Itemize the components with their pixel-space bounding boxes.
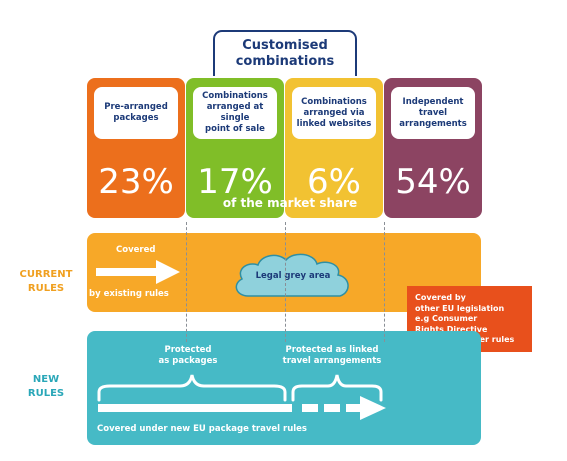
covered-label: Covered — [116, 245, 156, 255]
existing-rules-label: by existing rules — [89, 289, 169, 299]
cloud-icon — [235, 253, 349, 297]
label-line: Independent — [402, 96, 464, 107]
label-line: travel arrangements — [282, 356, 382, 366]
label-line: Combinations — [301, 96, 367, 107]
header-line-1: Customised — [242, 38, 328, 53]
title-line: RULES — [27, 388, 65, 399]
title-line: RULES — [27, 283, 65, 294]
divider-line — [285, 222, 286, 342]
label-line: Combinations — [202, 91, 268, 101]
title-line: CURRENT — [19, 269, 73, 280]
column-single-point-of-sale: Combinations arranged at single point of… — [186, 78, 284, 218]
protected-linked-label: Protected as linked travel arrangements — [274, 345, 390, 367]
header-line-2: combinations — [235, 54, 335, 69]
column-label: Combinations arranged at single point of… — [193, 87, 277, 139]
label-line: travel — [418, 107, 448, 118]
column-independent-travel: Independent travel arrangements 54% — [384, 78, 482, 218]
eu-line: Covered by — [415, 293, 466, 302]
column-label: Pre-arranged packages — [94, 87, 178, 139]
protected-packages-label: Protected as packages — [150, 345, 226, 367]
packages-brace-icon — [97, 374, 287, 402]
percent-value: 54% — [395, 162, 471, 202]
label-line: as packages — [158, 356, 218, 366]
divider-line — [384, 222, 385, 342]
column-label: Combinations arranged via linked website… — [292, 87, 376, 139]
new-rules-title: NEW RULES — [10, 373, 82, 401]
linked-brace-icon — [291, 374, 383, 402]
percent-value: 6% — [307, 162, 361, 202]
column-label: Independent travel arrangements — [391, 87, 475, 139]
customised-combinations-header: Customised combinations — [213, 30, 357, 76]
label-line: Protected — [164, 345, 212, 355]
column-pre-arranged-packages: Pre-arranged packages 23% — [87, 78, 185, 218]
label-line: arrangements — [399, 118, 467, 129]
eu-line: other EU legislation — [415, 303, 505, 313]
label-line: arranged at single — [206, 102, 264, 123]
label-line: linked websites — [296, 118, 372, 129]
label-line: Pre-arranged — [104, 102, 168, 112]
current-rules-title: CURRENT RULES — [10, 268, 82, 296]
eu-line: Rights Directive — [415, 324, 488, 334]
market-share-label: of the market share — [222, 196, 358, 210]
label-line: arranged via — [303, 107, 365, 118]
title-line: NEW — [32, 374, 60, 385]
covered-new-rules-label: Covered under new EU package travel rule… — [97, 424, 307, 434]
label-line: Protected as linked — [285, 345, 379, 355]
column-linked-websites: Combinations arranged via linked website… — [285, 78, 383, 218]
percent-value: 23% — [98, 162, 174, 202]
eu-line: e.g Consumer — [415, 314, 478, 323]
covered-arrow-icon — [96, 260, 180, 284]
percent-value: 17% — [197, 162, 273, 202]
label-line: packages — [113, 113, 159, 123]
divider-line — [186, 222, 187, 342]
label-line: point of sale — [205, 124, 265, 134]
new-rules-arrow-icon — [98, 396, 386, 420]
legal-grey-area-label: Legal grey area — [255, 271, 331, 281]
